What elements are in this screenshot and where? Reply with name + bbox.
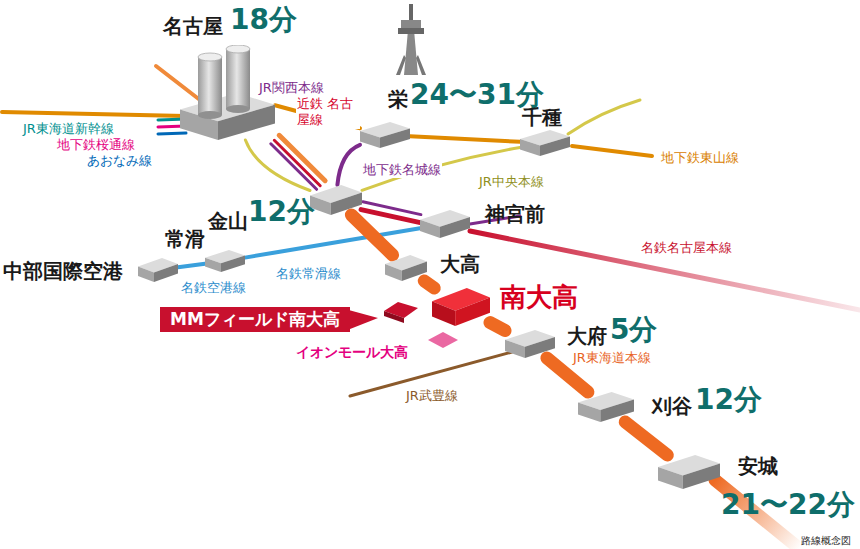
highlight-station-box-shape xyxy=(432,288,490,326)
line-name: あおなみ線 xyxy=(86,153,153,169)
facility-marker: イオンモール大高 xyxy=(428,332,458,348)
rail-line-segment xyxy=(178,264,205,268)
travel-time: 12分 xyxy=(695,385,762,416)
rail-line-segment xyxy=(337,145,360,185)
mm-field-pointer xyxy=(345,302,418,331)
station-name: 栄 xyxy=(388,88,408,110)
station-name: 大高 xyxy=(440,253,480,275)
facility-name: MMフィールド南大高 xyxy=(170,310,340,329)
station-name: 常滑 xyxy=(165,228,205,250)
line-name: 地下鉄桜通線 xyxy=(56,137,136,153)
rail-line-segment xyxy=(424,281,434,288)
facility-name: イオンモール大高 xyxy=(296,345,408,360)
line-name: JR東海道新幹線 xyxy=(22,121,115,137)
station-box: 大府5分 xyxy=(505,330,555,358)
station-box-shape xyxy=(658,455,720,489)
travel-time: 12分 xyxy=(248,197,315,228)
line-name: 名鉄空港線 xyxy=(180,280,247,296)
station-name: 中部国際空港 xyxy=(3,260,123,282)
line-name: 近鉄 名古屋線 xyxy=(296,96,360,129)
station-box: 金山12分 xyxy=(310,185,362,215)
station-box: 栄24〜31分 xyxy=(360,122,410,148)
station-name: 神宮前 xyxy=(485,203,545,225)
station-name: 安城 xyxy=(738,455,778,477)
station-box: 千種 xyxy=(520,130,570,156)
station-box: 神宮前 xyxy=(420,210,470,238)
station-box-shape xyxy=(205,250,245,272)
map-note: 路線概念図 xyxy=(800,535,852,548)
station-box: 安城21〜22分 xyxy=(658,455,720,489)
rail-line-segment xyxy=(625,422,667,455)
station-name: 南大高 xyxy=(500,283,578,312)
highlight-station-box: 南大高 xyxy=(432,288,490,326)
station-name: 名古屋 xyxy=(163,15,223,37)
station-name: 大府 xyxy=(567,325,607,347)
station-box-shape xyxy=(310,185,362,215)
facility-marker-shape xyxy=(428,332,458,348)
facility-tag: MMフィールド南大高 xyxy=(160,307,350,332)
line-name: JR武豊線 xyxy=(405,388,459,404)
line-name: 名鉄名古屋本線 xyxy=(640,240,733,256)
station-box: 大高 xyxy=(385,255,427,281)
rail-line-segment xyxy=(363,202,421,215)
station-box-shape xyxy=(420,210,470,238)
station-name: 千種 xyxy=(522,106,562,128)
station-box-shape xyxy=(578,392,634,422)
line-name: JR関西本線 xyxy=(258,80,325,96)
rail-line-segment xyxy=(410,136,520,142)
rail-line-segment xyxy=(351,215,392,255)
station-box-shape xyxy=(360,122,410,148)
station-box-shape xyxy=(385,255,427,281)
line-name: 地下鉄名城線 xyxy=(362,162,442,178)
station-box: 常滑 xyxy=(205,250,245,272)
travel-time: 5分 xyxy=(610,315,657,346)
travel-time: 21〜22分 xyxy=(721,490,855,521)
line-name: 地下鉄東山線 xyxy=(660,150,740,166)
rail-line-segment xyxy=(245,140,310,191)
station-box-shape xyxy=(138,258,178,282)
line-name: JR中央本線 xyxy=(478,174,545,190)
rail-line-segment xyxy=(490,323,505,331)
station-box: 刈谷12分 xyxy=(578,392,634,422)
station-name: 金山 xyxy=(208,210,248,232)
station-name: 刈谷 xyxy=(652,395,692,417)
line-name: JR東海道本線 xyxy=(572,350,652,366)
station-box-shape xyxy=(520,130,570,156)
station-box-shape xyxy=(505,330,555,358)
travel-time: 18分 xyxy=(230,5,297,36)
station-box: 中部国際空港 xyxy=(138,258,178,282)
line-name: 名鉄常滑線 xyxy=(275,266,342,282)
tv-tower-icon xyxy=(396,4,426,75)
